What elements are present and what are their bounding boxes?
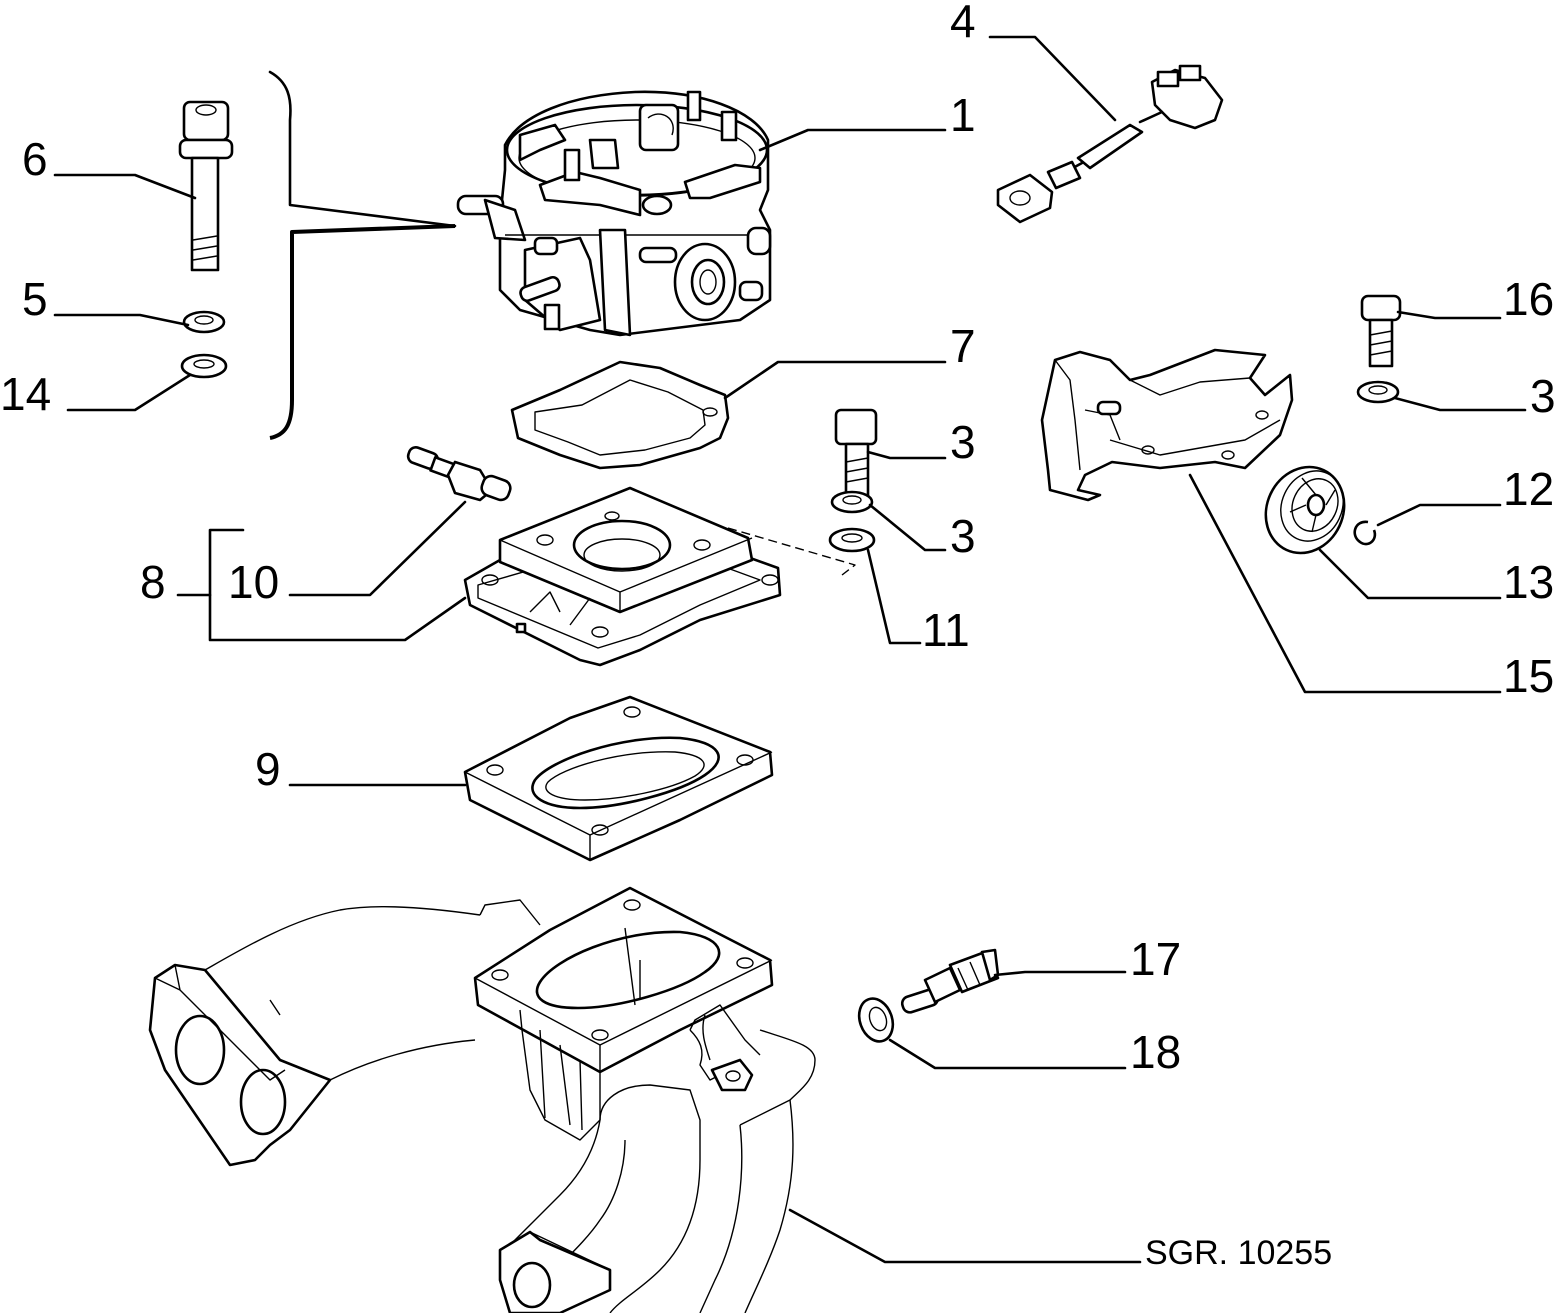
callout-label-3a: 3 bbox=[950, 510, 976, 562]
part-14-washer bbox=[180, 353, 228, 379]
callout-label-7: 7 bbox=[950, 320, 976, 372]
leader-6 bbox=[53, 173, 197, 200]
part-13-pulley bbox=[1264, 465, 1346, 555]
leader-18 bbox=[888, 1038, 1127, 1070]
part-1-throttle-body bbox=[456, 90, 772, 337]
callout-label-3b: 3 bbox=[1530, 370, 1556, 422]
intake-manifold bbox=[148, 886, 816, 1313]
leader-11 bbox=[866, 548, 922, 645]
part-17-temperature-sensor bbox=[900, 948, 1000, 1014]
callout-label-15: 15 bbox=[1503, 650, 1554, 702]
part-3-spring-washer-right bbox=[1356, 380, 1400, 404]
leader-13 bbox=[1318, 548, 1502, 600]
part-11-washer bbox=[828, 527, 876, 553]
part-18-sealing-washer bbox=[857, 997, 895, 1043]
part-9-lower-gasket bbox=[463, 695, 774, 862]
part-6-bolt bbox=[178, 100, 234, 272]
callout-label-16: 16 bbox=[1503, 273, 1554, 325]
callout-label-1: 1 bbox=[950, 89, 976, 141]
callout-label-4: 4 bbox=[950, 0, 976, 47]
part-4-wiring-harness bbox=[996, 64, 1224, 224]
callout-label-6: 6 bbox=[22, 133, 48, 185]
part-7-upper-gasket bbox=[510, 360, 730, 470]
callout-label-17: 17 bbox=[1130, 933, 1181, 985]
part-12-circlip bbox=[1353, 520, 1377, 546]
part-10-nipple-fitting bbox=[406, 446, 512, 502]
callout-label-9: 9 bbox=[255, 743, 281, 795]
leader-5 bbox=[53, 313, 190, 327]
callout-label-8: 8 bbox=[140, 556, 166, 608]
callout-label-18: 18 bbox=[1130, 1026, 1181, 1078]
callout-label-10: 10 bbox=[228, 556, 279, 608]
bracket-8 bbox=[208, 528, 467, 642]
leader-ref bbox=[788, 1208, 1142, 1264]
leader-7 bbox=[723, 360, 947, 400]
leader-1 bbox=[758, 128, 947, 152]
leader-3a bbox=[868, 503, 947, 552]
part-3-spring-washer-lower bbox=[830, 490, 874, 514]
part-15-bracket bbox=[1040, 348, 1294, 502]
leader-16 bbox=[1396, 310, 1502, 320]
leader-15 bbox=[1188, 473, 1502, 694]
leader-3b bbox=[1393, 396, 1527, 412]
leader-4 bbox=[988, 35, 1117, 122]
part-2-bolt bbox=[834, 408, 878, 498]
part-16-bolt bbox=[1360, 294, 1402, 368]
leader-2 bbox=[866, 450, 947, 460]
part-8-spacer-assembly bbox=[463, 486, 856, 667]
leader-17 bbox=[993, 970, 1127, 977]
leader-14 bbox=[66, 373, 192, 412]
drawing-reference-label: SGR. 10255 bbox=[1145, 1234, 1332, 1272]
bracket-group-fixings bbox=[268, 70, 457, 440]
callout-label-12: 12 bbox=[1503, 463, 1554, 515]
callout-label-11: 11 bbox=[922, 604, 970, 656]
part-5-spring-washer bbox=[182, 310, 226, 334]
callout-label-5: 5 bbox=[22, 273, 48, 325]
leader-10 bbox=[288, 500, 467, 597]
callout-label-13: 13 bbox=[1503, 556, 1554, 608]
callout-label-2: 3 bbox=[950, 416, 976, 468]
leader-12 bbox=[1376, 503, 1502, 527]
callout-label-14: 14 bbox=[0, 368, 51, 420]
